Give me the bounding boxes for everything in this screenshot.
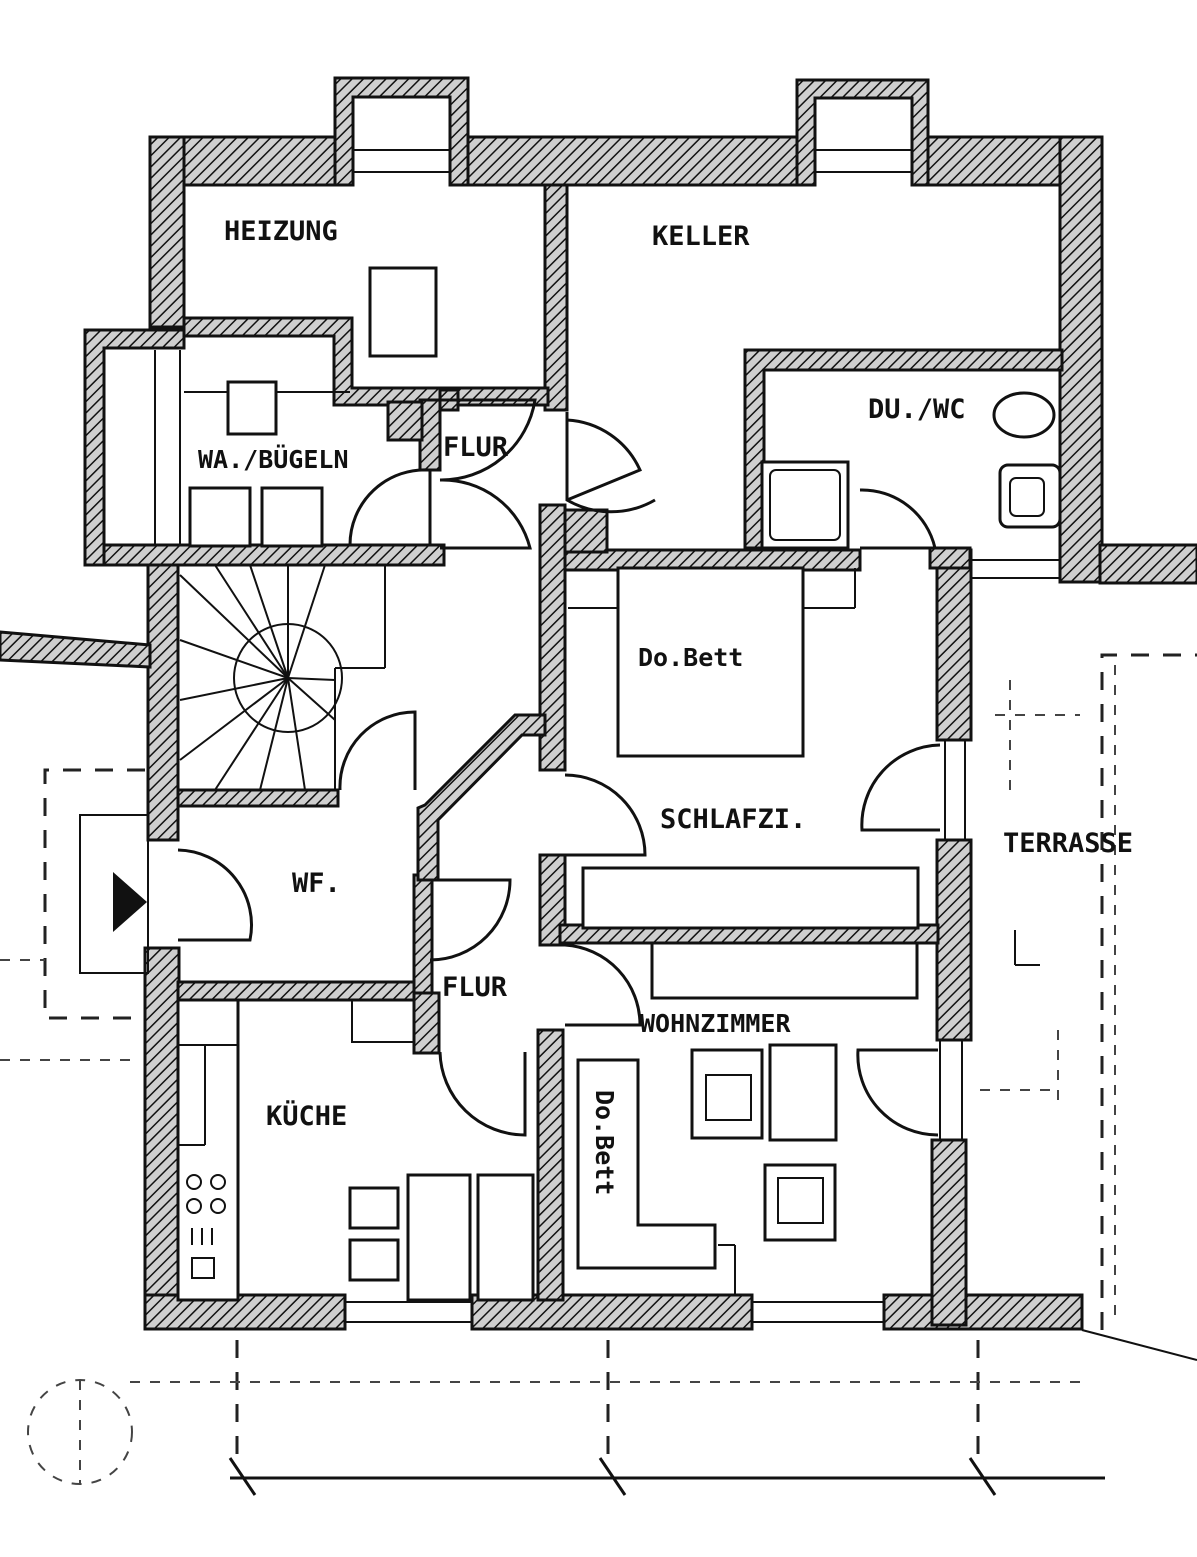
kitchen-chair <box>348 1238 400 1282</box>
stove-burner <box>186 1174 202 1190</box>
north-marker <box>27 1379 133 1485</box>
double-bed-top <box>616 566 805 758</box>
kitchen-cabinet <box>476 1173 535 1302</box>
label-wohnzimmer: WOHNZIMMER <box>640 1009 791 1038</box>
label-flur-top: FLUR <box>443 432 509 463</box>
label-wf: WF. <box>292 868 341 899</box>
ironing-board <box>226 380 278 436</box>
interior-walls <box>102 183 1064 1302</box>
shower <box>760 460 850 550</box>
furniture <box>176 266 1062 1302</box>
label-keller: KELLER <box>652 221 750 252</box>
dryer <box>260 486 324 548</box>
windows <box>154 149 1060 1323</box>
kitchen-counter <box>176 998 240 1302</box>
outer-walls <box>0 76 1197 1331</box>
label-kueche: KÜCHE <box>266 1099 347 1132</box>
label-terrasse: TERRASSE <box>1003 828 1133 859</box>
washing-machine <box>188 486 252 548</box>
boiler <box>368 266 438 358</box>
arrow-right-icon <box>113 872 147 932</box>
label-do-bett-bottom: Do.Bett <box>590 1090 619 1195</box>
stove-burner <box>186 1198 202 1214</box>
label-wa-buegeln: WA./BÜGELN <box>198 444 349 474</box>
coffee-table <box>768 1043 838 1142</box>
label-schlafzi: SCHLAFZI. <box>660 804 806 835</box>
sideboard <box>650 941 919 1000</box>
toilet <box>998 463 1062 529</box>
staircase <box>179 564 386 791</box>
washbasin <box>992 391 1056 439</box>
armchair-bottom <box>763 1163 837 1242</box>
label-du-wc: DU./WC <box>868 394 966 425</box>
stove-burner <box>210 1174 226 1190</box>
doors <box>177 398 941 1137</box>
room-labels: HEIZUNG KELLER DU./WC WA./BÜGELN FLUR Do… <box>198 216 1133 1195</box>
double-bed-sofa <box>576 1058 717 1270</box>
kitchen-table <box>406 1173 472 1302</box>
label-do-bett-top: Do.Bett <box>638 643 743 672</box>
label-heizung: HEIZUNG <box>224 216 338 247</box>
kitchen-chair <box>348 1186 400 1230</box>
wardrobe <box>581 866 920 930</box>
label-flur-bottom: FLUR <box>442 972 508 1003</box>
stove-burner <box>210 1198 226 1214</box>
exterior-guides <box>0 653 1197 1496</box>
